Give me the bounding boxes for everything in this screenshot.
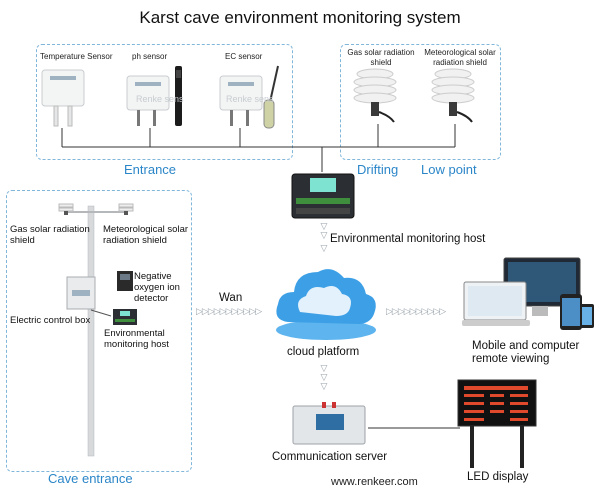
temperature-sensor-icon [41,69,85,127]
drifting-label: Drifting [357,162,399,177]
cloud-platform-icon [276,269,376,340]
mobile-computer-icon [462,257,594,330]
host-label: Environmental monitoring host [330,233,486,245]
ph-watermark: Renke sens [136,94,184,104]
drifting-lowpoint-group [340,44,501,160]
wan-arrows: ▷▷▷▷▷▷▷▷▷▷▷ [196,306,262,316]
entrance-label: Entrance [124,162,177,177]
ph-sensor-label: ph sensor [132,52,168,61]
drifting-gas-shield-label: Gas solar radiation shield [347,48,415,67]
cave-gas-shield-icon [58,203,74,215]
cloud-platform-label: cloud platform [287,346,360,358]
cave-entrance-label: Cave entrance [48,471,133,486]
page-title: Karst cave environment monitoring system [139,8,461,27]
temperature-sensor-label: Temperature Sensor [40,52,113,61]
led-display-icon [457,379,537,468]
entrance-sensor-group [36,44,293,160]
arrow-host-to-cloud-lower: ▽ [320,243,328,253]
oxygen-detector-label: Negative oxygen ion detector [134,271,180,304]
ec-watermark: Renke sens [226,94,274,104]
arrow-cloud-to-mobile: ▷▷▷▷▷▷▷▷▷▷ [386,306,446,316]
website-footer[interactable]: www.renkeer.com [331,476,418,488]
cave-gas-shield-label: Gas solar radiation shield [10,224,90,246]
meteorological-radiation-shield-icon [431,68,475,123]
ec-sensor-icon [219,65,279,129]
arrow-cloud-to-server: ▽▽▽ [320,363,328,391]
cave-met-shield-icon [118,203,134,215]
cave-entrance-group [6,190,192,472]
environmental-host-icon [291,173,355,219]
communication-server-label: Communication server [272,451,388,463]
wan-label: Wan [219,292,243,304]
control-box-label: Electric control box [10,315,91,326]
lowpoint-met-shield-label: Meteorological solar radiation shield [424,48,496,67]
electric-control-box-icon [66,276,96,310]
ph-sensor-icon [126,66,182,126]
mobile-remote-label: Mobile and computer remote viewing [472,340,580,365]
cave-met-shield-label: Meteorological solar radiation shield [103,224,189,246]
led-display-label: LED display [467,471,529,483]
gas-radiation-shield-icon [353,68,397,123]
cave-env-host-label: Environmental monitoring host [104,328,169,350]
arrow-host-to-cloud: ▽▽ [320,221,328,240]
cave-env-host-icon [113,309,137,325]
communication-server-icon [292,402,366,445]
low-point-label: Low point [421,162,477,177]
ec-sensor-label: EC sensor [225,52,263,61]
oxygen-ion-detector-icon [117,271,133,291]
